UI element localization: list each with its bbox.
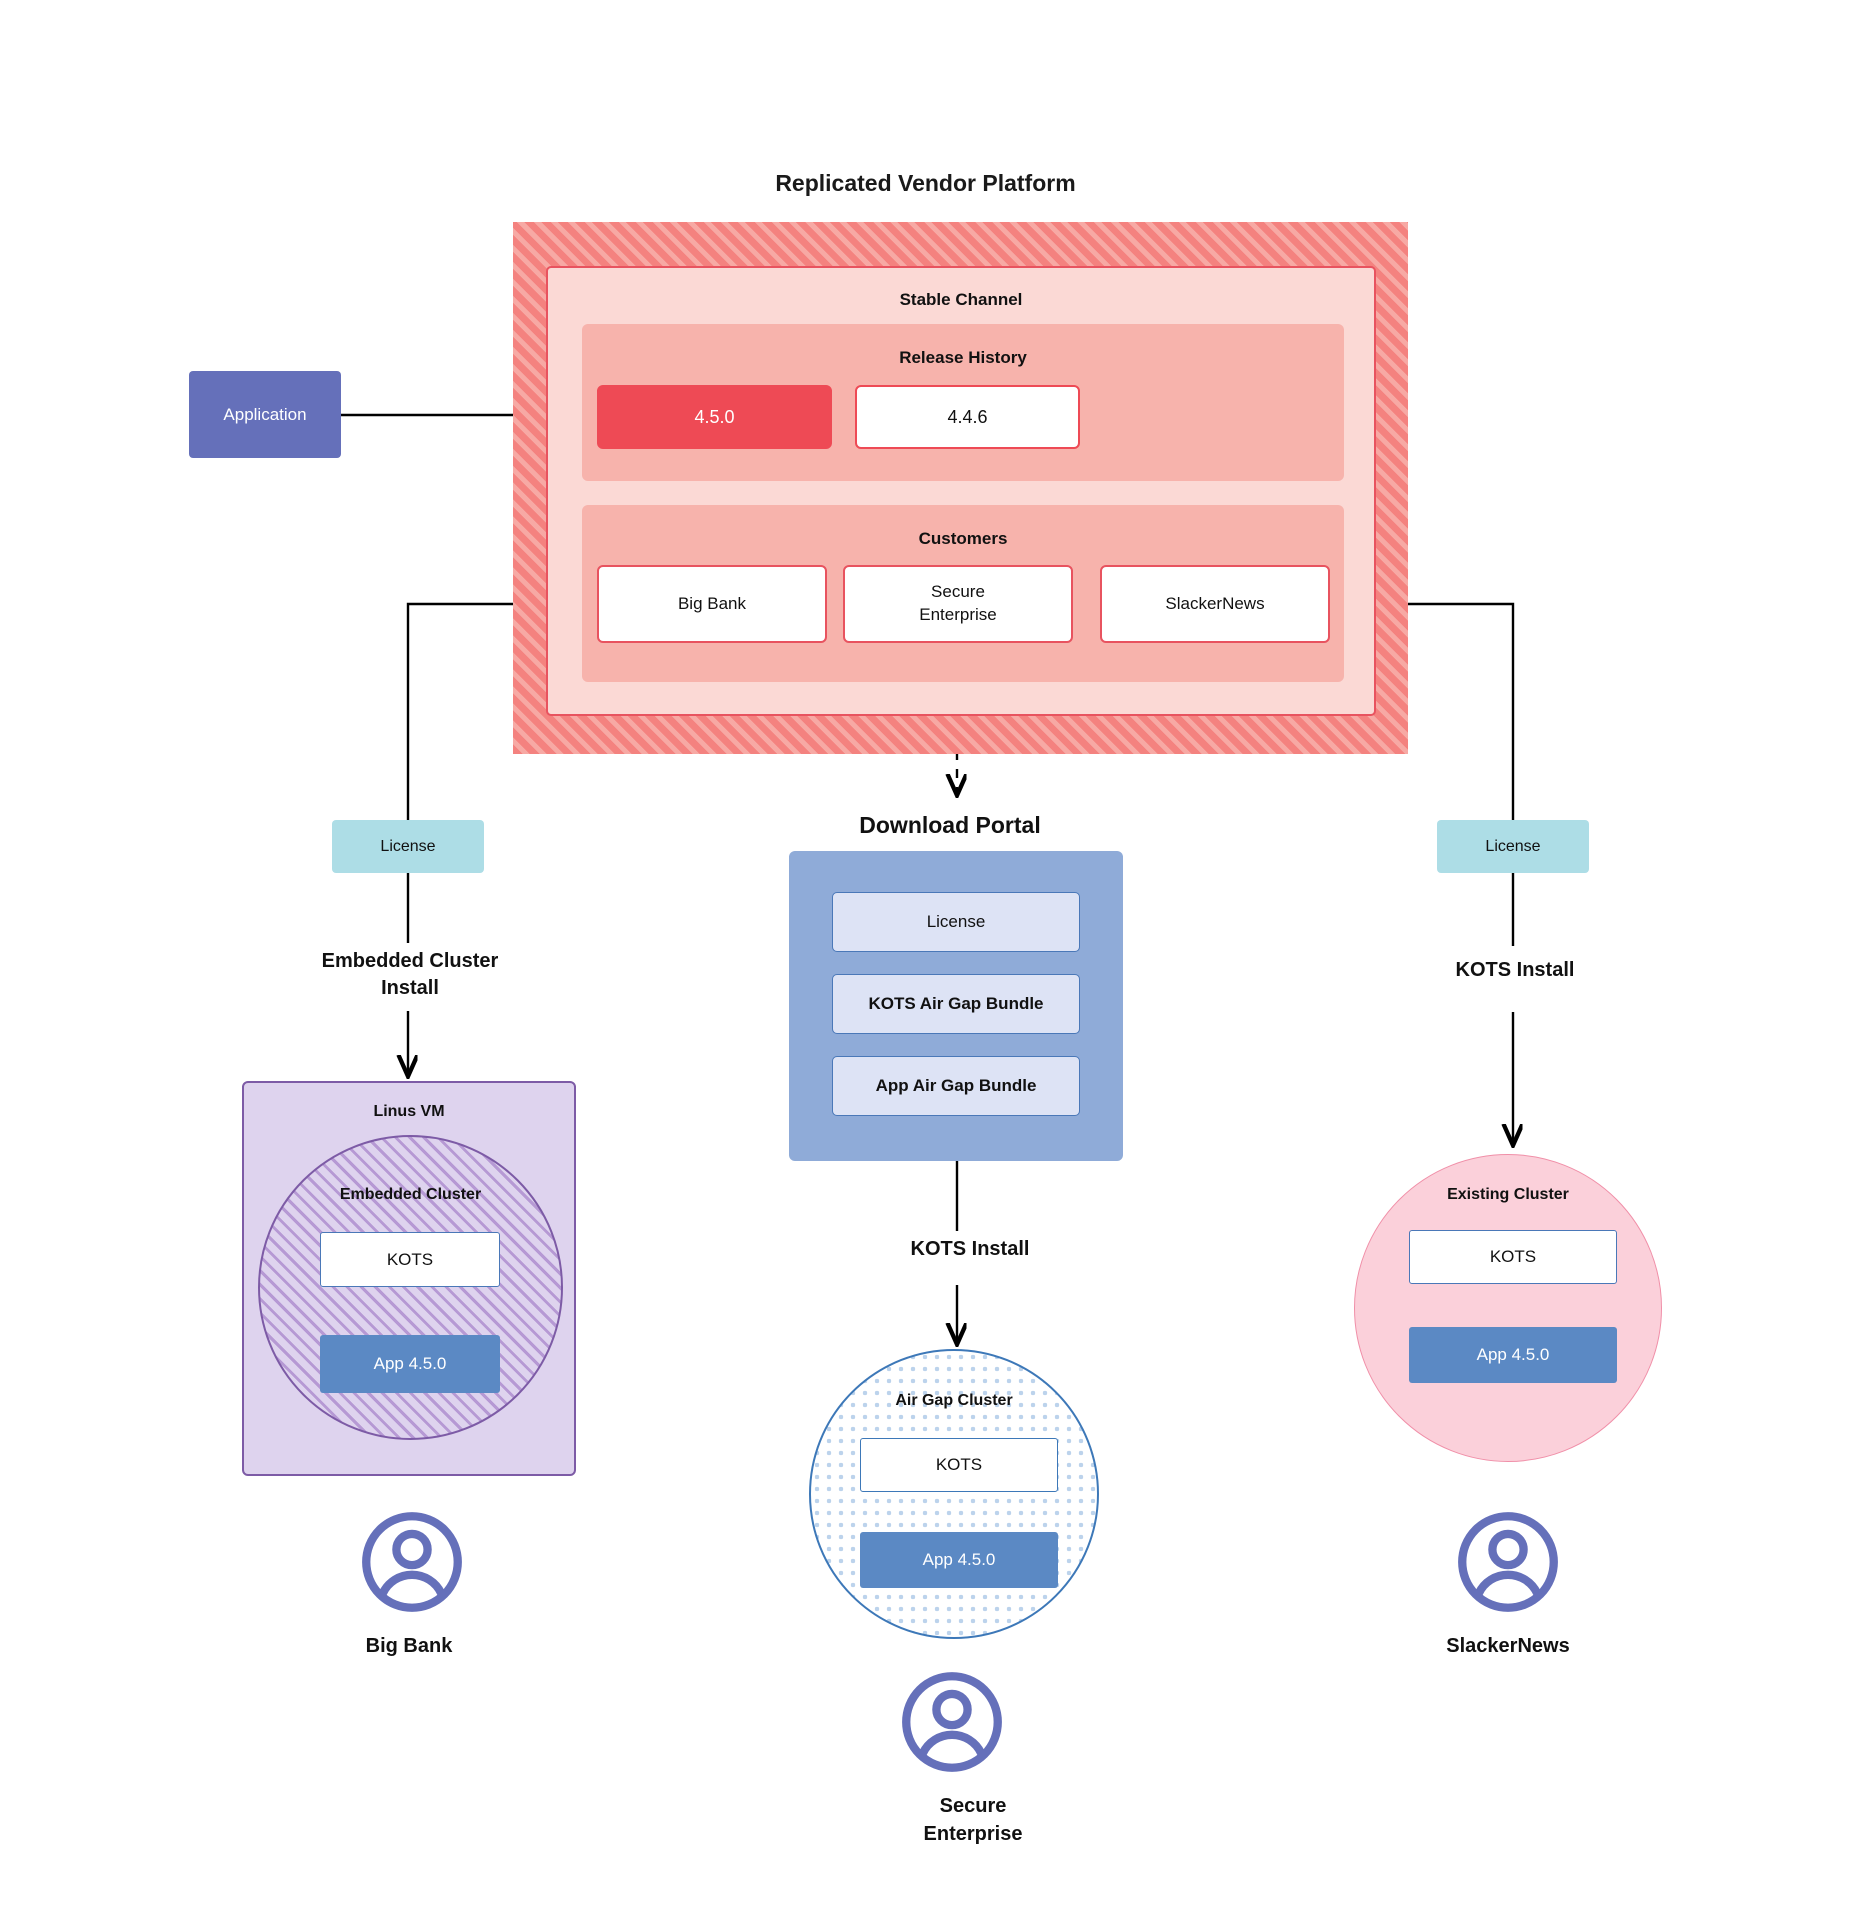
persona-name-big-bank: Big Bank [365,1635,453,1657]
customers-label: Customers [918,529,1008,548]
embedded-cluster-label: Embedded Cluster [339,1186,482,1203]
customer-card-slackernews[interactable]: SlackerNews [1100,565,1330,643]
release-history-label: Release History [899,348,1027,367]
embedded-cluster-circle [258,1135,563,1440]
license-chip-right[interactable]: License [1437,820,1589,873]
existing-cluster-circle [1354,1154,1662,1462]
air-gap-cluster-label: Air Gap Cluster [895,1392,1013,1409]
download-portal-title: Download Portal [859,812,1041,838]
air-gap-cluster-circle [809,1349,1099,1639]
persona-name-slackernews: SlackerNews [1446,1635,1570,1657]
user-avatar-icon [900,1670,1004,1774]
existing-cluster-app-node[interactable]: App 4.5.0 [1409,1327,1617,1383]
user-avatar-icon [1456,1510,1560,1614]
license-chip-left[interactable]: License [332,820,484,873]
linus-vm-label: Linus VM [373,1103,445,1120]
portal-item-license[interactable]: License [832,892,1080,952]
portal-item-label: License [926,912,986,931]
air-gap-cluster-app-node[interactable]: App 4.5.0 [860,1532,1058,1588]
release-card-previous[interactable]: 4.4.6 [855,385,1080,449]
page-title: Replicated Vendor Platform [775,170,1076,196]
portal-item-kots-air-gap-bundle[interactable]: KOTS Air Gap Bundle [832,974,1080,1034]
portal-item-app-air-gap-bundle[interactable]: App Air Gap Bundle [832,1056,1080,1116]
air-gap-cluster-kots-node[interactable]: KOTS [860,1438,1058,1492]
application-node[interactable]: Application [189,371,341,458]
customer-card-big-bank[interactable]: Big Bank [597,565,827,643]
release-card-current[interactable]: 4.5.0 [597,385,832,449]
install-label-kots-right: KOTS Install [1455,959,1575,981]
user-avatar-icon [360,1510,464,1614]
existing-cluster-kots-node[interactable]: KOTS [1409,1230,1617,1284]
embedded-cluster-app-node[interactable]: App 4.5.0 [320,1335,500,1393]
embedded-cluster-kots-node[interactable]: KOTS [320,1232,500,1287]
existing-cluster-label: Existing Cluster [1447,1186,1569,1203]
stable-channel-label: Stable Channel [899,290,1023,309]
install-label-kots-middle: KOTS Install [910,1238,1030,1260]
